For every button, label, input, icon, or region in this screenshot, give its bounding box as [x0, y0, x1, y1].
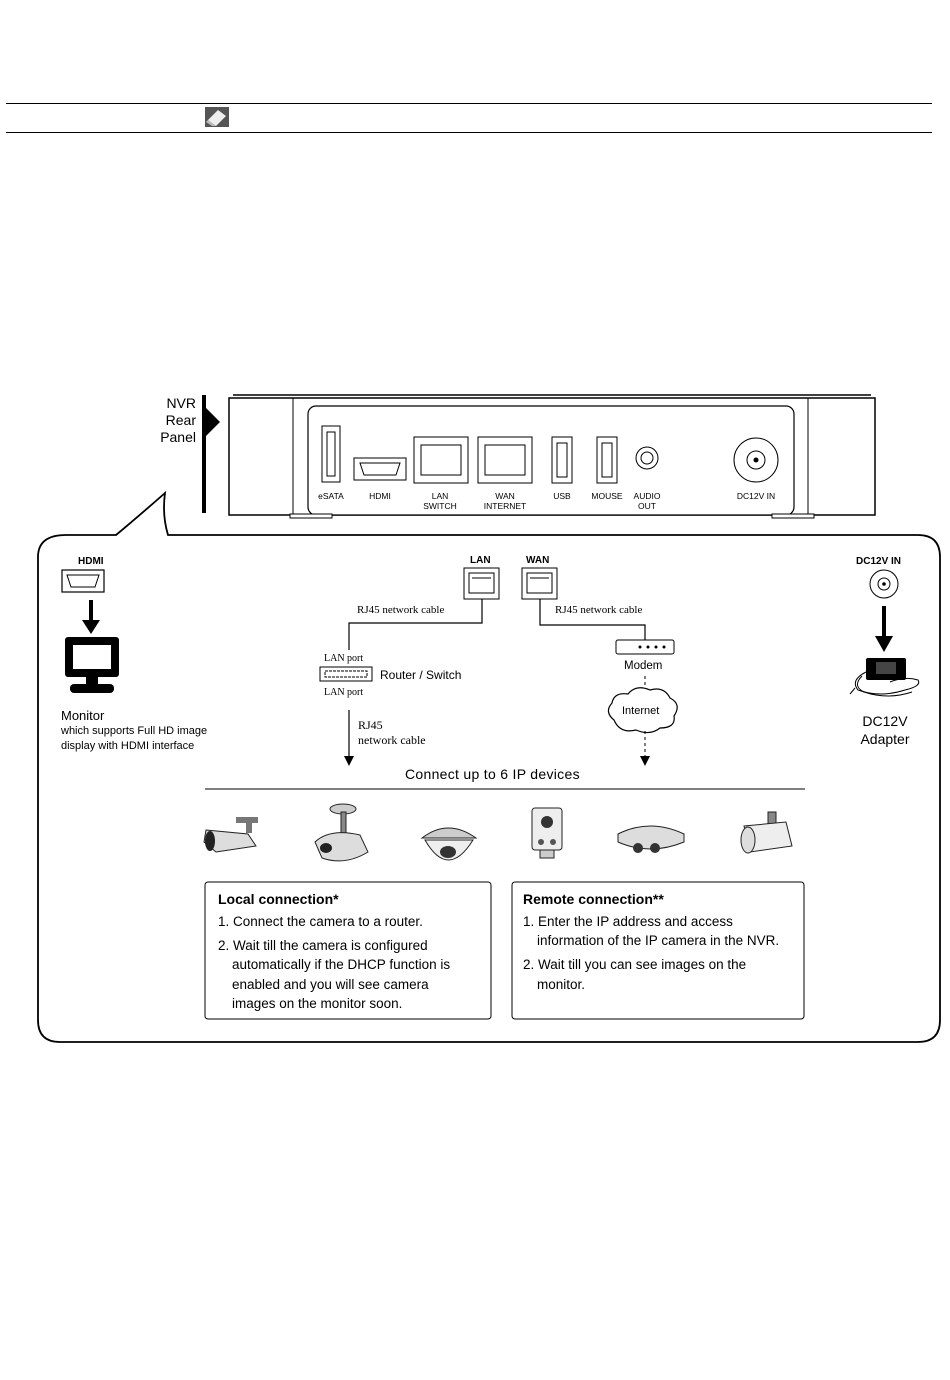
remote-connection-box [511, 881, 805, 1020]
lan-port-top-label: LAN port [324, 653, 364, 664]
monitor-icon [65, 637, 119, 693]
dome-camera-icon [420, 827, 478, 861]
panel-title-line1: NVR [166, 395, 196, 411]
wan-jack-icon [521, 567, 558, 600]
port-label-usb: USB [553, 491, 571, 501]
cube-camera-icon [531, 807, 563, 859]
local-step2-line4: images on the monitor soon. [232, 996, 403, 1011]
dc-arrow [875, 606, 893, 652]
router-down-arrow [344, 710, 354, 766]
monitor-desc-line1: which supports Full HD image [61, 725, 208, 737]
router-label: Router / Switch [380, 668, 462, 682]
port-label-audio: AUDIO OUT [633, 491, 661, 511]
connect-caption: Connect up to 6 IP devices [405, 766, 580, 782]
flat-dome-camera-icon [617, 825, 685, 853]
wan-cable-line [539, 599, 646, 640]
internet-down-arrow [640, 731, 650, 766]
port-label-hdmi: HDMI [369, 491, 391, 501]
adapter-label-line1: DC12V [862, 713, 908, 729]
port-label-wan: WAN INTERNET [483, 491, 527, 511]
bullet-camera-icon [203, 817, 258, 853]
rj45-label-line1: RJ45 [358, 718, 383, 732]
lan-label: LAN [470, 555, 491, 566]
lan-cable-line [348, 599, 483, 650]
remote-step1-line1: 1. Enter the IP address and access [523, 914, 733, 929]
header-rule-bottom [6, 132, 932, 133]
panel-pointer [202, 395, 220, 513]
box-camera-icon [740, 811, 793, 854]
rj45-label-line2: network cable [358, 733, 426, 747]
dc-port-icon [869, 569, 899, 599]
internet-label: Internet [622, 705, 660, 717]
power-adapter-icon [849, 658, 920, 697]
wan-cable-label: RJ45 network cable [555, 604, 643, 616]
local-connection-box [204, 881, 492, 1020]
local-step1: 1. Connect the camera to a router. [218, 914, 423, 929]
local-step2-line2: automatically if the DHCP function is [232, 957, 451, 972]
port-label-lan: LAN SWITCH [423, 491, 457, 511]
hdmi-port-icon [61, 569, 105, 593]
header-rule-top [6, 103, 932, 104]
local-step2-line3: enabled and you will see camera [232, 977, 429, 992]
lan-jack-icon [463, 567, 500, 600]
local-box-title: Local connection* [218, 891, 339, 907]
remote-step1-line2: information of the IP camera in the NVR. [537, 933, 780, 948]
remote-step2-line2: monitor. [537, 977, 586, 992]
remote-step2-line1: 2. Wait till you can see images on the [523, 957, 747, 972]
modem-label: Modem [624, 660, 663, 672]
remote-box-title: Remote connection** [523, 891, 664, 907]
monitor-desc-line2: display with HDMI interface [61, 740, 195, 752]
internet-cloud-icon [607, 687, 678, 734]
lan-port-bottom-label: LAN port [324, 687, 364, 698]
hdmi-arrow [82, 600, 100, 634]
local-step2-line1: 2. Wait till the camera is configured [218, 938, 428, 953]
port-label-mouse: MOUSE [591, 491, 623, 501]
dc-port-label: DC12V IN [856, 556, 902, 567]
hdmi-label: HDMI [78, 556, 104, 567]
nvr-device [228, 394, 876, 519]
callout-frame [37, 490, 941, 1043]
modem-icon [615, 639, 675, 655]
wan-label: WAN [526, 555, 550, 566]
adapter-label-line2: Adapter [860, 731, 910, 747]
port-label-esata: eSATA [318, 491, 344, 501]
panel-title: NVR Rear Panel [140, 395, 196, 446]
ceiling-mount-camera-icon [314, 803, 369, 862]
note-icon [205, 107, 229, 127]
lan-cable-label: RJ45 network cable [357, 604, 445, 616]
router-switch-icon [319, 666, 373, 682]
panel-title-line3: Panel [160, 429, 196, 445]
port-label-dc: DC12V IN [736, 491, 776, 501]
panel-title-line2: Rear [165, 412, 196, 428]
monitor-title: Monitor [61, 708, 105, 723]
